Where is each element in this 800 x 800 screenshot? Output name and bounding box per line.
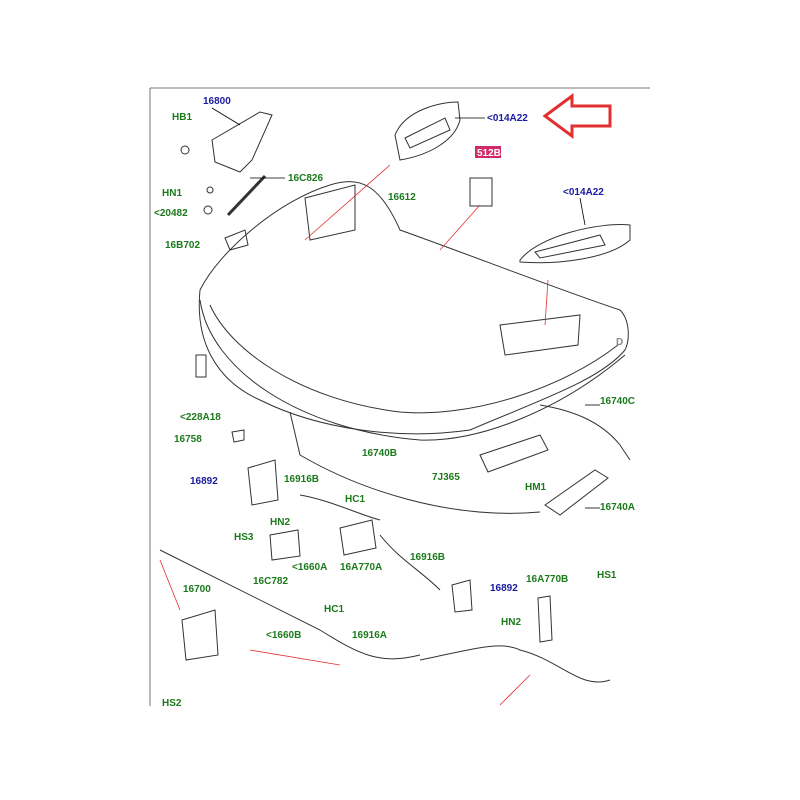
leader-014a22-right [579, 197, 586, 226]
handle-16a770b [537, 595, 553, 643]
label-7j365: 7J365 [432, 472, 460, 483]
seal-16740b [289, 411, 541, 514]
ref-line-1 [304, 164, 391, 241]
vent-grille-top [394, 101, 461, 161]
label-16612: 16612 [388, 192, 416, 203]
label-16c782: 16C782 [253, 576, 288, 587]
bonnet-vent-right [499, 314, 581, 356]
bump-stop-228a18 [195, 354, 207, 378]
part-7j365 [479, 434, 549, 473]
label-014a22-top: <014A22 [487, 113, 528, 124]
bolt-hb1 [180, 145, 190, 155]
label-16892-mid: 16892 [490, 583, 518, 594]
seal-16740c [539, 404, 631, 461]
ref-line-6 [499, 674, 531, 706]
label-d: D [616, 337, 623, 348]
label-16740b: 16740B [362, 448, 397, 459]
label-16700: 16700 [183, 584, 211, 595]
cable-16916b-top [299, 494, 381, 521]
label-16916b-mid: 16916B [410, 552, 445, 563]
callout-arrow [542, 93, 612, 139]
label-16758: 16758 [174, 434, 202, 445]
leader-16800 [211, 107, 241, 126]
label-16c826: 16C826 [288, 173, 323, 184]
label-hm1: HM1 [525, 482, 547, 493]
label-hc1-bottom: HC1 [324, 604, 344, 615]
label-hb1: HB1 [172, 112, 192, 123]
bonnet-vent-left [304, 184, 356, 241]
bonnet-edge [209, 304, 619, 414]
label-hc1-top: HC1 [345, 494, 365, 505]
label-16740c: 16740C [600, 396, 635, 407]
nut-hn1 [206, 186, 214, 194]
latch-16700 [181, 609, 219, 661]
ref-line-5 [249, 649, 341, 666]
label-hs1: HS1 [597, 570, 617, 581]
label-hn2-right: HN2 [501, 617, 521, 628]
label-16916a: 16916A [352, 630, 387, 641]
label-1660a: <1660A [292, 562, 327, 573]
ref-line-3 [544, 279, 549, 326]
label-16800: 16800 [203, 96, 231, 107]
label-228a18: <228A18 [180, 412, 221, 423]
label-16a770b: 16A770B [526, 574, 568, 585]
label-16a770a: 16A770A [340, 562, 382, 573]
label-20482: <20482 [154, 208, 188, 219]
label-16740a: 16740A [600, 502, 635, 513]
label-1660b: <1660B [266, 630, 301, 641]
label-hs2: HS2 [162, 698, 182, 709]
cable-16916a [159, 549, 421, 660]
label-hn2-left: HN2 [270, 517, 290, 528]
cable-16916b-mid [379, 534, 441, 591]
label-512b-highlight [475, 146, 501, 158]
seal-16740a [544, 469, 609, 516]
label-512b: 512B [477, 148, 501, 159]
part-512b-clip [469, 177, 493, 207]
bracket-16b702 [224, 229, 249, 251]
part-16c782 [269, 529, 301, 561]
vent-grille-right-mesh [534, 234, 606, 259]
latch-16a770a [339, 519, 377, 556]
cable-release [419, 645, 611, 683]
label-hn1-top: HN1 [162, 188, 182, 199]
fastener-20482 [203, 205, 213, 215]
label-16b702: 16B702 [165, 240, 200, 251]
label-hs3: HS3 [234, 532, 254, 543]
label-16916b-top: 16916B [284, 474, 319, 485]
bracket-16892-right [451, 579, 473, 613]
ref-line-4 [159, 559, 181, 611]
hinge-16800 [211, 111, 273, 173]
label-16892-top: 16892 [190, 476, 218, 487]
bracket-16892-left [247, 459, 279, 506]
bonnet-lip [199, 299, 626, 441]
ref-line-2 [439, 204, 481, 251]
bonnet-panel [198, 181, 629, 435]
part-16758 [231, 429, 245, 443]
vent-grille-right [519, 224, 631, 264]
label-014a22-right: <014A22 [563, 187, 604, 198]
vent-grille-top-mesh [404, 117, 451, 149]
gas-strut-16c826 [226, 174, 267, 217]
